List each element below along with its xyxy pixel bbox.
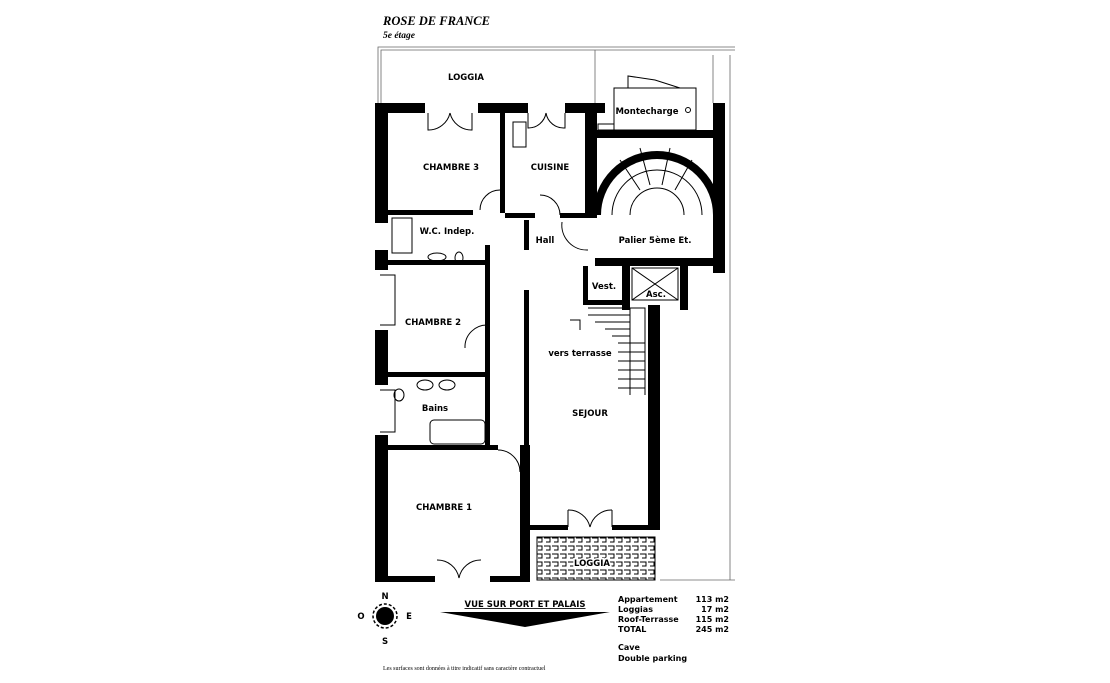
svg-text:Loggias: Loggias xyxy=(618,605,653,614)
svg-text:17 m2: 17 m2 xyxy=(701,605,729,614)
room-label-montecharge: Montecharge xyxy=(615,107,678,117)
straight-stairs xyxy=(570,307,646,395)
room-label-asc: Asc. xyxy=(646,290,666,300)
room-label-chambre1: CHAMBRE 1 xyxy=(416,503,472,513)
svg-text:S: S xyxy=(382,637,388,647)
svg-text:E: E xyxy=(406,612,412,622)
view-direction-arrow xyxy=(440,612,610,627)
doors xyxy=(380,112,613,579)
plan-subtitle: 5e étage xyxy=(383,31,416,41)
walls xyxy=(375,103,725,582)
room-label-vest: Vest. xyxy=(592,282,616,292)
room-label-loggia-top: LOGGIA xyxy=(448,73,484,83)
label-vers-terrasse: vers terrasse xyxy=(548,349,612,359)
elevator-shaft xyxy=(631,267,679,301)
svg-text:Double parking: Double parking xyxy=(618,654,687,663)
disclaimer: Les surfaces sont données à titre indica… xyxy=(383,665,546,672)
svg-text:115 m2: 115 m2 xyxy=(696,615,729,624)
svg-text:Cave: Cave xyxy=(618,643,640,652)
svg-text:O: O xyxy=(357,612,364,622)
room-label-hall: Hall xyxy=(536,236,555,246)
plan-title: ROSE DE FRANCE xyxy=(382,14,490,28)
svg-text:Appartement: Appartement xyxy=(618,595,678,604)
room-label-sejour: SEJOUR xyxy=(572,409,608,419)
room-label-palier: Palier 5ème Et. xyxy=(619,235,692,246)
room-label-wc: W.C. Indep. xyxy=(420,227,475,237)
room-label-bains: Bains xyxy=(422,404,448,414)
loggia-top-outline xyxy=(377,46,735,580)
svg-text:N: N xyxy=(381,592,388,602)
loggia-bottom-tiles xyxy=(536,536,656,581)
svg-text:Roof-Terrasse: Roof-Terrasse xyxy=(618,615,679,624)
svg-text:245 m2: 245 m2 xyxy=(696,625,729,634)
spiral-staircase xyxy=(593,147,721,216)
view-label: VUE SUR PORT ET PALAIS xyxy=(464,600,585,610)
room-label-loggia-bottom: LOGGIA xyxy=(574,559,610,569)
room-label-chambre2: CHAMBRE 2 xyxy=(405,318,461,328)
fixtures xyxy=(391,121,527,445)
room-label-cuisine: CUISINE xyxy=(531,163,570,173)
compass-rose-icon: N S E O xyxy=(357,592,412,647)
svg-text:TOTAL: TOTAL xyxy=(618,625,646,634)
montecharge-shaft xyxy=(597,75,697,131)
area-table: Appartement 113 m2 Loggias 17 m2 Roof-Te… xyxy=(618,595,729,663)
svg-text:113 m2: 113 m2 xyxy=(696,595,729,604)
room-label-chambre3: CHAMBRE 3 xyxy=(423,163,479,173)
